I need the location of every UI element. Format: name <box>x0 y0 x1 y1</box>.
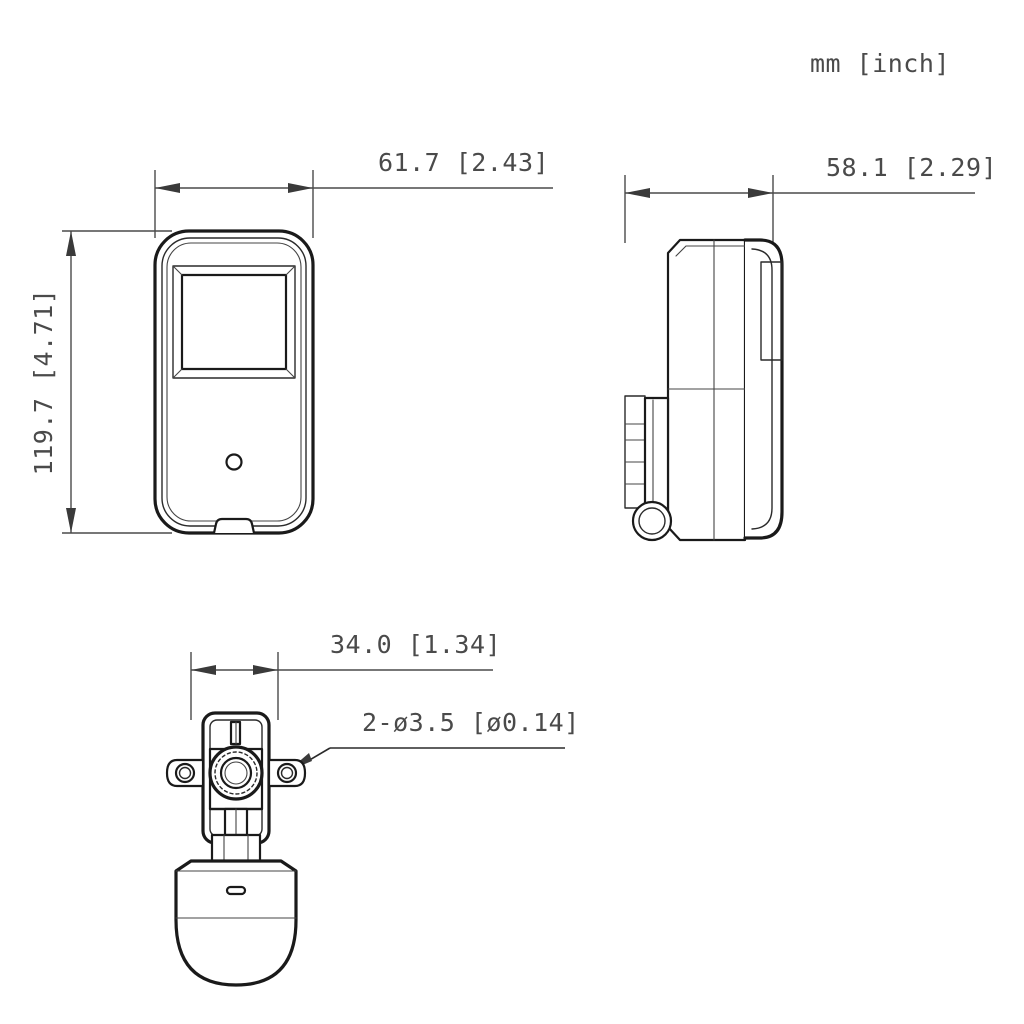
bottom-neck <box>210 833 262 863</box>
units-note: mm [inch] <box>810 49 950 78</box>
side-depth-arrow-right <box>748 188 773 198</box>
front-lens-chamfer-br <box>285 368 296 379</box>
front-height-dim-text: 119.7 [4.71] <box>29 289 58 476</box>
front-height-arrow-bottom <box>66 508 76 533</box>
bottom-width-arrow-left <box>191 665 216 675</box>
side-bracket-plate-outer <box>624 395 646 509</box>
bottom-right-mounting-hole-outer <box>276 762 298 784</box>
bottom-knob-center <box>224 761 248 785</box>
side-pivot-ring-inner <box>638 507 666 535</box>
side-body-rear-shell <box>666 238 747 542</box>
front-body-outer-shell <box>153 229 315 535</box>
hole-callout-text: 2-ø3.5 [ø0.14] <box>362 708 580 737</box>
left-mounting-hole <box>178 766 192 780</box>
bottom-knurled-ring-mid <box>214 751 258 795</box>
bottom-dome-slot <box>225 885 247 896</box>
bottom-dome-base <box>174 859 298 987</box>
front-width-dim-text: 61.7 [2.43] <box>378 148 549 177</box>
bottom-left-mounting-hole-outer <box>174 762 196 784</box>
front-view: 61.7 [2.43] 119.7 [4.71] <box>29 148 553 535</box>
front-indicator-hole <box>225 453 243 471</box>
side-depth-arrow-left <box>625 188 650 198</box>
bottom-width-arrow-right <box>253 665 278 675</box>
side-front-bezel-inner <box>751 248 773 530</box>
side-body-rear-chamfer <box>675 245 746 257</box>
front-lens-chamfer-tr <box>285 265 296 276</box>
front-width-arrow-right <box>288 183 313 193</box>
bottom-width-dim-text: 34.0 [1.34] <box>330 630 501 659</box>
side-depth-dim-text: 58.1 [2.29] <box>826 153 997 182</box>
side-bracket-arm <box>643 396 670 514</box>
front-lens-chamfer-tl <box>172 265 183 276</box>
front-lens-chamfer-bl <box>172 368 183 379</box>
bottom-view: 34.0 [1.34] 2-ø3.5 [ø0.14] <box>165 630 580 987</box>
front-width-arrow-left <box>155 183 180 193</box>
side-view: 58.1 [2.29] <box>624 153 997 542</box>
right-mounting-hole <box>280 766 294 780</box>
front-height-arrow-top <box>66 231 76 256</box>
side-lens-window-edge <box>760 261 783 361</box>
side-front-bezel <box>743 238 784 540</box>
front-bottom-notch <box>212 517 256 535</box>
